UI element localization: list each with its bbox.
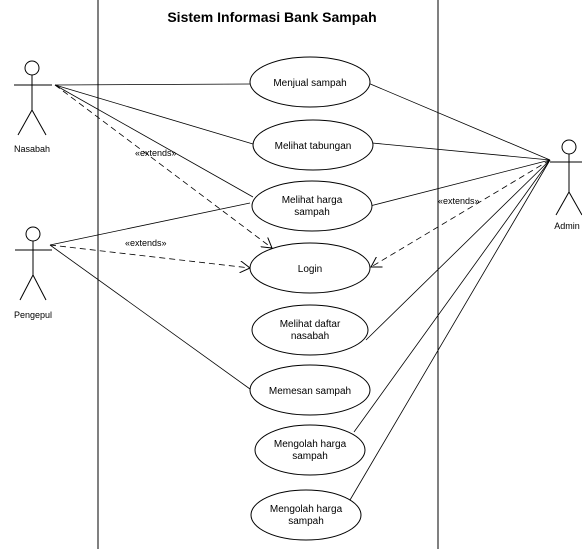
use-case-mengolah-2-label-line1: Mengolah harga bbox=[270, 504, 343, 515]
use-case-harga-label-line1: Melihat harga bbox=[282, 195, 343, 206]
actor-nasabah-left-leg bbox=[17, 109, 33, 136]
extends-relations bbox=[49, 84, 551, 268]
use-case-mengolah-1-label-line2: sampah bbox=[292, 451, 328, 462]
assoc-nasabah-tabungan bbox=[54, 84, 254, 145]
use-case-harga: Melihat harga sampah bbox=[251, 180, 373, 232]
assoc-pengepul-harga bbox=[49, 202, 251, 246]
use-case-mengolah-2: Mengolah harga sampah bbox=[250, 489, 362, 541]
extends-label-admin: «extends» bbox=[438, 196, 480, 206]
use-case-mengolah-1-shape bbox=[254, 424, 366, 476]
use-case-harga-label-line2: sampah bbox=[294, 207, 330, 218]
use-case-harga-shape bbox=[251, 180, 373, 232]
use-case-memesan: Memesan sampah bbox=[249, 364, 371, 416]
actor-nasabah-head bbox=[24, 60, 40, 76]
actor-pengepul-left-leg bbox=[19, 274, 34, 301]
extends-admin-login bbox=[371, 159, 551, 267]
actor-nasabah-right-leg bbox=[31, 109, 47, 136]
use-case-tabungan-label: Melihat tabungan bbox=[275, 141, 352, 152]
actor-admin bbox=[550, 139, 582, 216]
use-case-tabungan: Melihat tabungan bbox=[252, 119, 374, 171]
use-case-memesan-shape bbox=[249, 364, 371, 416]
assoc-admin-menjual bbox=[367, 82, 551, 161]
assoc-admin-daftar bbox=[365, 159, 551, 341]
use-cases: Menjual sampah Melihat tabungan Melihat … bbox=[249, 56, 374, 541]
associations bbox=[49, 82, 551, 501]
use-case-daftar-label-line1: Melihat daftar bbox=[280, 319, 341, 330]
use-case-tabungan-shape bbox=[252, 119, 374, 171]
assoc-pengepul-memesan bbox=[49, 244, 251, 390]
assoc-admin-mengolah1 bbox=[353, 159, 551, 433]
actor-nasabah-label: Nasabah bbox=[14, 144, 50, 154]
use-case-memesan-label: Memesan sampah bbox=[269, 386, 351, 397]
use-case-menjual: Menjual sampah bbox=[249, 56, 371, 108]
use-case-mengolah-1-label-line1: Mengolah harga bbox=[274, 439, 347, 450]
actor-admin-head bbox=[561, 139, 577, 155]
use-case-login: Login bbox=[249, 242, 371, 294]
actor-admin-left-leg bbox=[555, 191, 570, 216]
use-case-mengolah-2-shape bbox=[250, 489, 362, 541]
assoc-admin-mengolah2 bbox=[349, 159, 551, 501]
extends-nasabah-login bbox=[54, 84, 272, 248]
use-case-mengolah-2-label-line2: sampah bbox=[288, 516, 324, 527]
use-case-login-shape bbox=[249, 242, 371, 294]
actor-pengepul-head bbox=[25, 226, 41, 242]
assoc-nasabah-menjual bbox=[54, 83, 251, 86]
use-case-menjual-label: Menjual sampah bbox=[273, 78, 346, 89]
actor-nasabah bbox=[14, 60, 52, 136]
actor-admin-label: Admin bbox=[554, 221, 580, 231]
use-case-mengolah-1: Mengolah harga sampah bbox=[254, 424, 366, 476]
use-case-daftar-shape bbox=[251, 304, 369, 356]
use-case-menjual-shape bbox=[249, 56, 371, 108]
actor-admin-right-leg bbox=[568, 191, 582, 216]
assoc-nasabah-harga bbox=[54, 84, 254, 198]
extends-pengepul-login bbox=[49, 244, 250, 268]
use-case-login-label: Login bbox=[298, 264, 322, 275]
actor-pengepul-right-leg bbox=[32, 274, 47, 301]
use-case-daftar: Melihat daftar nasabah bbox=[251, 304, 369, 356]
extends-label-pengepul: «extends» bbox=[125, 238, 167, 248]
actor-pengepul-label: Pengepul bbox=[14, 310, 52, 320]
clipped-caption bbox=[70, 0, 270, 4]
assoc-admin-harga bbox=[369, 159, 551, 207]
actor-pengepul bbox=[15, 226, 52, 301]
extends-label-nasabah: «extends» bbox=[135, 148, 177, 158]
system-boundary bbox=[97, 0, 439, 549]
use-case-daftar-label-line2: nasabah bbox=[291, 331, 329, 342]
assoc-admin-tabungan bbox=[371, 142, 551, 161]
system-title: Sistem Informasi Bank Sampah bbox=[167, 9, 376, 25]
